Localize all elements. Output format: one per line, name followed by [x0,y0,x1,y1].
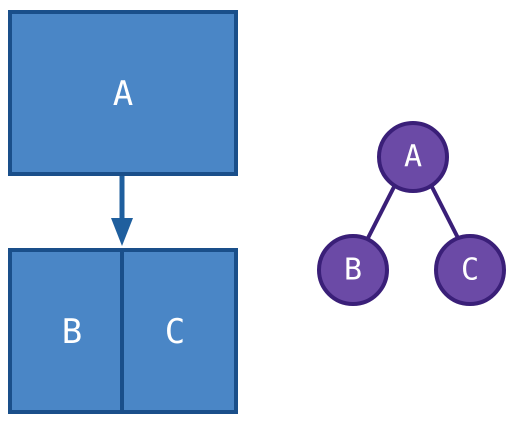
split-arrow-head [111,218,133,246]
edge-a-c [428,182,460,239]
tree-node-b [317,234,389,306]
box-b-label: B [62,312,82,352]
edge-a-b [366,182,398,239]
box-a-label: A [113,74,133,114]
tree-node-a-label: A [404,140,422,175]
tree-node-c-label: C [461,253,479,288]
tree-node-a [377,121,449,193]
box-a [8,10,238,176]
tree-node-c [434,234,506,306]
box-b [8,248,124,414]
box-c-label: C [165,312,185,352]
tree-node-b-label: B [344,253,362,288]
tree-diagram: A B C [317,121,506,306]
box-c [120,248,238,414]
block-diagram: A B C [8,10,238,414]
